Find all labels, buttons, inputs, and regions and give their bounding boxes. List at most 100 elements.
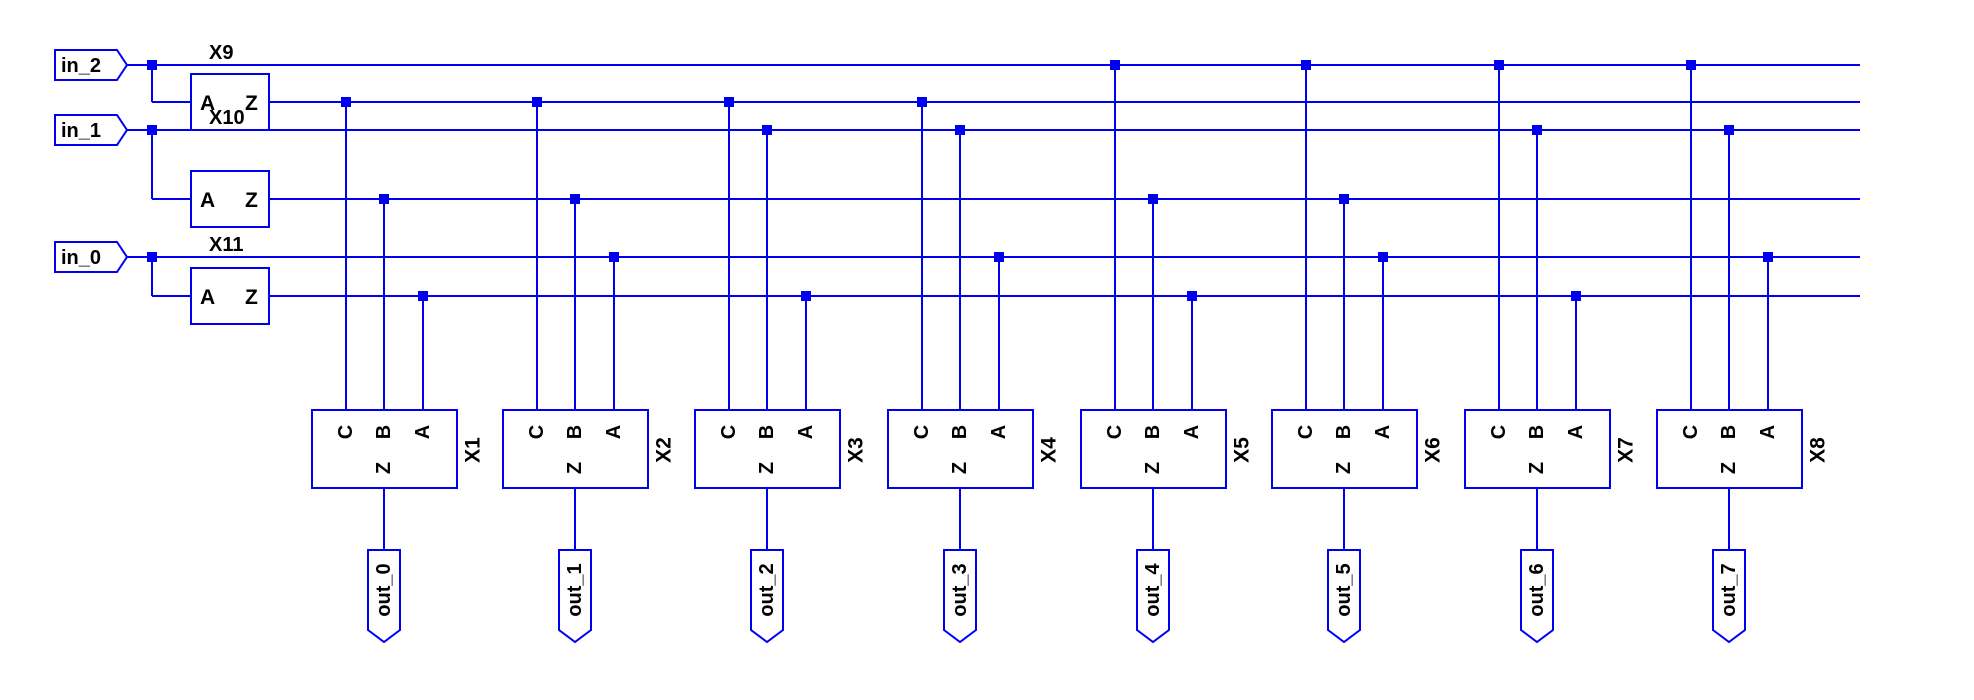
- junction-dot: [1301, 60, 1311, 70]
- output-port-label: out_7: [1718, 563, 1740, 616]
- junction-dot: [724, 97, 734, 107]
- gate-pin-label: B: [756, 425, 778, 439]
- junction-dot: [609, 252, 619, 262]
- inverter-pin-z-label: Z: [245, 286, 258, 309]
- junction-dot: [418, 291, 428, 301]
- output-port-label: out_3: [949, 563, 971, 616]
- gate-pin-label: C: [526, 425, 548, 439]
- output-port-label: out_6: [1526, 563, 1548, 616]
- gate-name-label: X3: [845, 437, 868, 463]
- output-port-label: out_1: [564, 563, 586, 616]
- gate-pin-z-label: Z: [1142, 462, 1164, 474]
- junction-dot: [1187, 291, 1197, 301]
- decoder-gate-X3: [694, 409, 841, 489]
- junction-dot: [532, 97, 542, 107]
- gate-pin-label: C: [1488, 425, 1510, 439]
- junction-dot: [1532, 125, 1542, 135]
- gate-pin-z-label: Z: [373, 462, 395, 474]
- gate-pin-label: B: [1718, 425, 1740, 439]
- inverter-pin-a-label: A: [200, 189, 215, 212]
- output-port-out_0: [367, 549, 401, 644]
- gate-name-label: X6: [1422, 437, 1445, 463]
- output-port-out_5: [1327, 549, 1361, 644]
- gate-pin-label: A: [1757, 425, 1779, 439]
- gate-pin-label: B: [1142, 425, 1164, 439]
- gate-pin-label: C: [335, 425, 357, 439]
- gate-name-label: X1: [462, 437, 485, 463]
- junction-dot: [1339, 194, 1349, 204]
- junction-dot: [1148, 194, 1158, 204]
- gate-pin-label: B: [1526, 425, 1548, 439]
- gate-pin-label: B: [949, 425, 971, 439]
- decoder-gate-X1: [311, 409, 458, 489]
- junction-dot: [1571, 291, 1581, 301]
- input-port-in_2: [54, 49, 129, 81]
- junction-dot: [1378, 252, 1388, 262]
- gate-pin-label: A: [1181, 425, 1203, 439]
- output-port-label: out_5: [1333, 563, 1355, 616]
- decoder-gate-X4: [887, 409, 1034, 489]
- inverter-pin-z-label: Z: [245, 189, 258, 212]
- input-port-label: in_2: [61, 55, 101, 77]
- gate-pin-label: A: [603, 425, 625, 439]
- output-port-out_6: [1520, 549, 1554, 644]
- gate-pin-z-label: Z: [1718, 462, 1740, 474]
- gate-name-label: X4: [1038, 437, 1061, 463]
- output-port-out_2: [750, 549, 784, 644]
- gate-pin-label: A: [795, 425, 817, 439]
- inverter-pin-a-label: A: [200, 92, 215, 115]
- gate-pin-z-label: Z: [1333, 462, 1355, 474]
- junction-dot: [341, 97, 351, 107]
- gate-pin-label: C: [1104, 425, 1126, 439]
- gate-name-label: X2: [653, 437, 676, 463]
- decoder-gate-X5: [1080, 409, 1227, 489]
- junction-dot: [1724, 125, 1734, 135]
- gate-pin-z-label: Z: [756, 462, 778, 474]
- inverter-pin-a-label: A: [200, 286, 215, 309]
- junction-dot: [1686, 60, 1696, 70]
- gate-pin-label: C: [1680, 425, 1702, 439]
- gate-pin-label: C: [911, 425, 933, 439]
- gate-pin-label: C: [718, 425, 740, 439]
- output-port-out_7: [1712, 549, 1746, 644]
- gate-pin-label: A: [1565, 425, 1587, 439]
- gate-name-label: X8: [1807, 437, 1830, 463]
- junction-dot: [1494, 60, 1504, 70]
- output-port-label: out_4: [1142, 562, 1164, 616]
- gate-pin-label: A: [412, 425, 434, 439]
- junction-dot: [379, 194, 389, 204]
- junction-dot: [994, 252, 1004, 262]
- gate-name-label: X5: [1231, 437, 1254, 463]
- gate-pin-label: A: [988, 425, 1010, 439]
- inverter-name-label: X11: [209, 234, 243, 256]
- gate-pin-z-label: Z: [1526, 462, 1548, 474]
- output-port-out_1: [558, 549, 592, 644]
- junction-dot: [801, 291, 811, 301]
- junction-dot: [1110, 60, 1120, 70]
- gate-pin-label: B: [1333, 425, 1355, 439]
- gate-pin-label: C: [1295, 425, 1317, 439]
- junction-dot: [570, 194, 580, 204]
- output-port-label: out_2: [756, 563, 778, 616]
- gate-pin-label: A: [1372, 425, 1394, 439]
- decoder-gate-X2: [502, 409, 649, 489]
- decoder-gate-X7: [1464, 409, 1611, 489]
- inverter-X11: [190, 267, 270, 325]
- junction-dot: [1763, 252, 1773, 262]
- output-port-out_4: [1136, 549, 1170, 644]
- inverter-pin-z-label: Z: [245, 92, 258, 115]
- gate-pin-z-label: Z: [564, 462, 586, 474]
- gate-pin-label: B: [373, 425, 395, 439]
- gate-pin-z-label: Z: [949, 462, 971, 474]
- input-port-in_0: [54, 241, 129, 273]
- decoder-gate-X6: [1271, 409, 1418, 489]
- gate-pin-label: B: [564, 425, 586, 439]
- junction-dot: [762, 125, 772, 135]
- junction-dot: [917, 97, 927, 107]
- input-port-label: in_1: [61, 120, 101, 142]
- decoder-gate-X8: [1656, 409, 1803, 489]
- inverter-name-label: X9: [209, 42, 233, 64]
- junction-dot: [955, 125, 965, 135]
- input-port-label: in_0: [61, 247, 101, 269]
